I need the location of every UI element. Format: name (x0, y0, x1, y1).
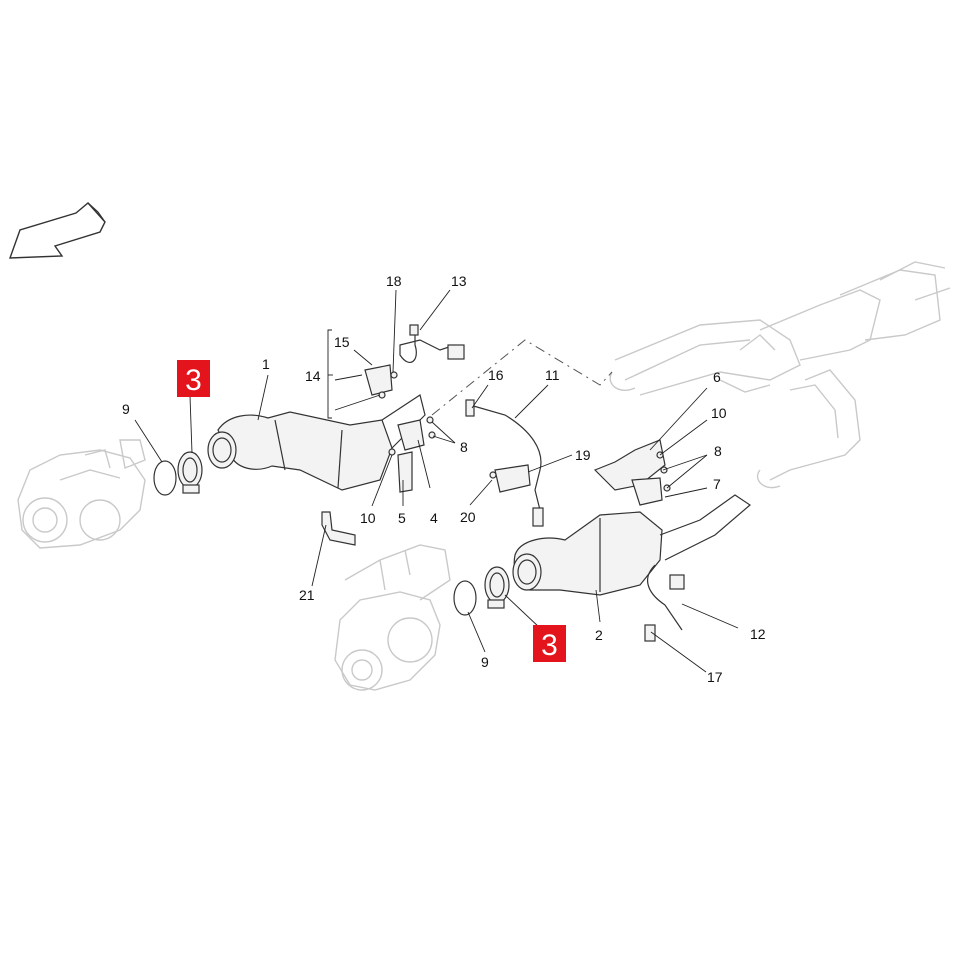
part-12-17-sensor (644, 564, 685, 642)
callout-16: 16 (488, 367, 504, 383)
callout-2: 2 (595, 627, 603, 643)
part-6-7-8-10-bracket (593, 439, 671, 506)
part-3-clamp-right (484, 566, 510, 609)
callout-10-right: 10 (711, 405, 727, 421)
highlight-badge-bottom: 3 (533, 625, 566, 662)
rear-exhaust-ghost (609, 261, 951, 489)
callout-11: 11 (545, 367, 560, 383)
part-4-5-brackets (388, 416, 436, 493)
part-1-catalytic-converter-left (207, 394, 426, 491)
callout-8-right: 8 (714, 443, 722, 459)
highlight-badge-top-label: 3 (185, 364, 202, 397)
callout-15: 15 (334, 334, 350, 350)
callout-1: 1 (262, 356, 270, 372)
highlight-badge-top: 3 (177, 360, 210, 397)
callout-20: 20 (460, 509, 476, 525)
turbocharger-right-ghost (334, 544, 451, 691)
part-11-16-oxygen-sensor (465, 399, 544, 527)
part-3-clamp-left (177, 451, 203, 494)
callout-6: 6 (713, 369, 721, 385)
turbocharger-left-ghost (17, 439, 146, 549)
part-9-gasket-right (453, 580, 477, 616)
callout-labels: 1 2 4 5 6 7 8 8 9 9 10 10 11 12 13 14 15… (122, 273, 766, 685)
callout-17: 17 (707, 669, 723, 685)
callout-5: 5 (398, 510, 406, 526)
callout-9-left: 9 (122, 401, 130, 417)
callout-8-left: 8 (460, 439, 468, 455)
callout-12: 12 (750, 626, 766, 642)
part-19-20-bracket (489, 464, 531, 493)
callout-9-right: 9 (481, 654, 489, 670)
part-9-gasket-left (153, 460, 177, 496)
callout-7: 7 (713, 476, 721, 492)
part-14-15-bracket (364, 364, 393, 399)
direction-arrow-icon (8, 202, 106, 259)
part-2-catalytic-converter-right (512, 494, 751, 596)
callout-14: 14 (305, 368, 321, 384)
callout-21: 21 (299, 587, 315, 603)
reference-line (431, 339, 613, 416)
callout-19: 19 (575, 447, 591, 463)
leader-lines (134, 289, 739, 673)
callout-13: 13 (451, 273, 467, 289)
part-21-bracket (321, 511, 356, 546)
callout-4: 4 (430, 510, 438, 526)
part-13-18-sensor (390, 324, 465, 379)
callout-18: 18 (386, 273, 402, 289)
highlight-badge-bottom-label: 3 (541, 629, 558, 662)
callout-10-left: 10 (360, 510, 376, 526)
